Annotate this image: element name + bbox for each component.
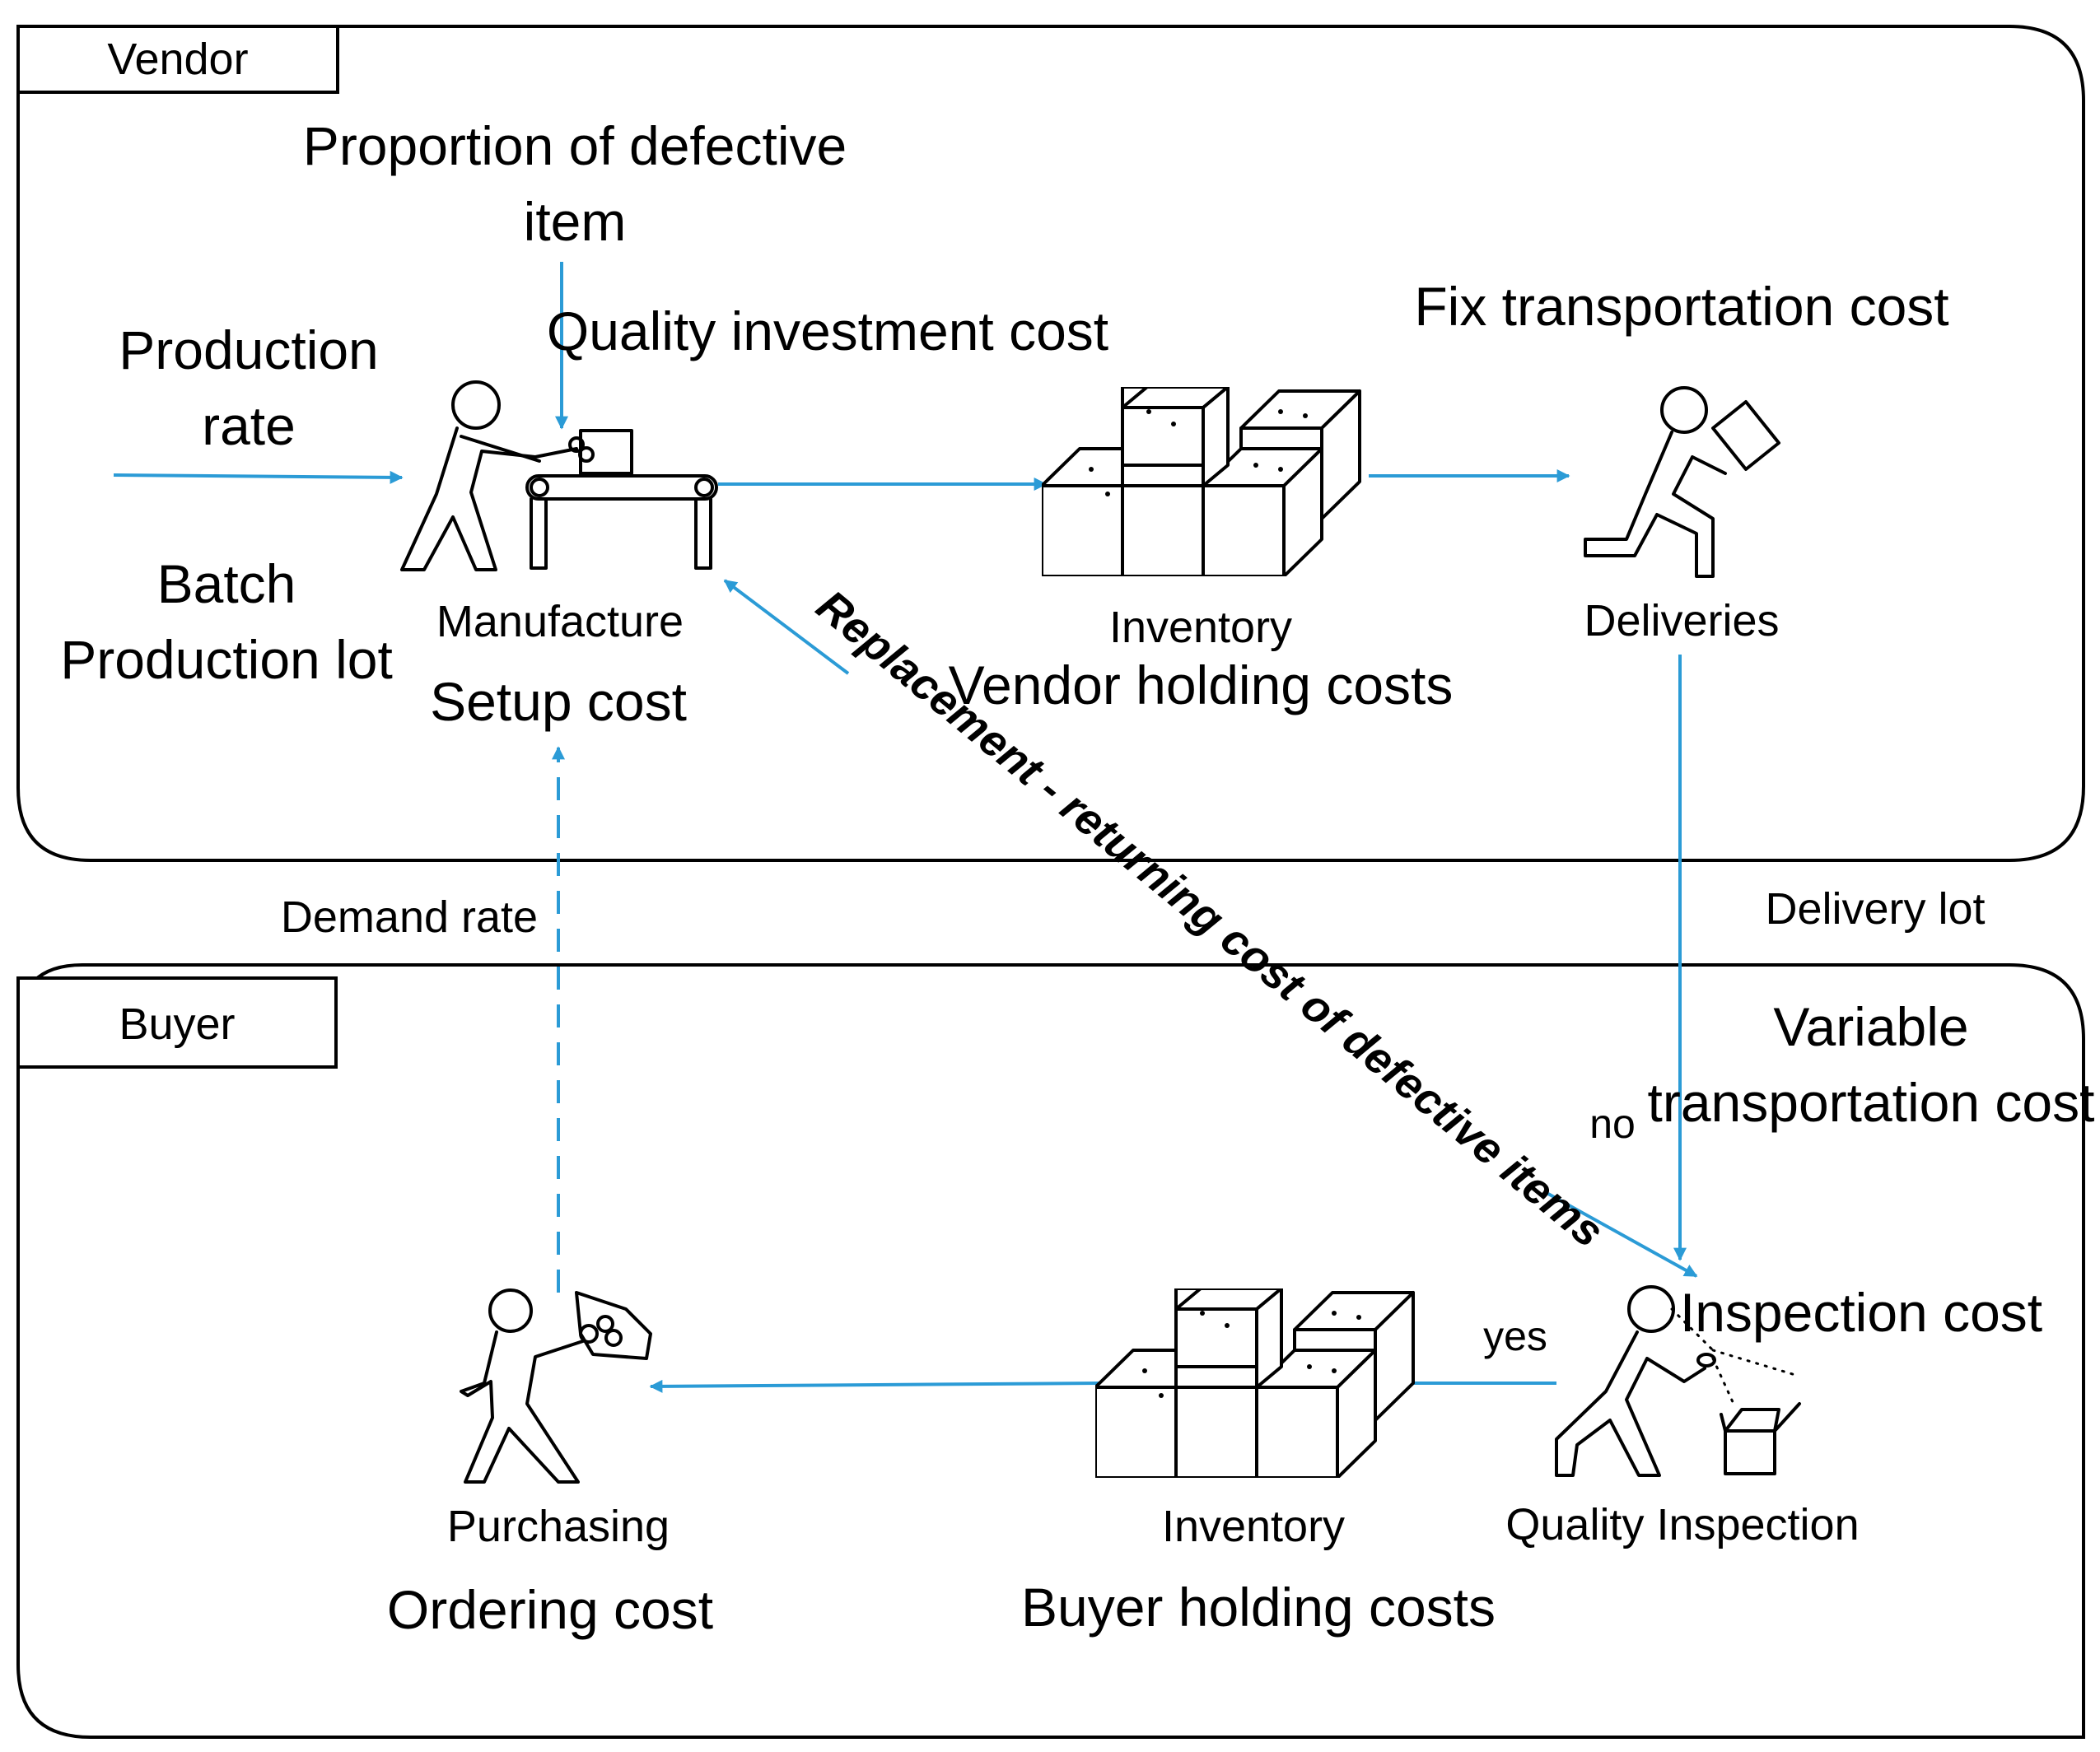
buyer-inventory-icon [1095,1288,1415,1478]
label-ordering-cost: Ordering cost [387,1579,713,1640]
vendor-tab [16,25,339,94]
label-no: no [1589,1101,1636,1147]
arrow-replacement-to-inspection [1547,1192,1698,1278]
label-variable-transport-1: Variable [1773,996,1968,1057]
label-production-rate-2: rate [202,395,296,456]
label-yes: yes [1483,1313,1547,1359]
arrow-inventory-to-purchasing [649,1379,1100,1393]
vendor-inventory-icon [1042,387,1361,576]
vendor-panel: Vendor [16,25,2085,862]
buyer-tab-label: Buyer [119,999,235,1049]
buyer-panel: Buyer [16,963,2085,1739]
label-setup-cost: Setup cost [430,671,687,732]
label-proportion-defective-2: item [524,191,627,252]
vendor-tab-label: Vendor [107,35,248,84]
worker-conveyor-icon [400,380,718,571]
arrow-replacement-to-manufacture [723,579,850,675]
inspector-icon [1555,1285,1801,1477]
label-purchasing: Purchasing [447,1502,670,1551]
label-demand-rate: Demand rate [281,892,538,942]
label-production-rate-1: Production [119,319,379,380]
label-batch-2: Production lot [60,629,393,690]
label-buyer-inventory: Inventory [1162,1502,1345,1551]
label-deliveries: Deliveries [1584,596,1779,645]
purchasing-person-icon [460,1288,652,1484]
label-delivery-lot: Delivery lot [1765,884,1985,934]
label-quality-investment: Quality investment cost [547,301,1108,361]
label-fix-transport: Fix transportation cost [1414,276,1948,337]
label-quality-inspection: Quality Inspection [1505,1500,1859,1549]
label-vendor-inventory: Inventory [1109,603,1292,652]
label-vendor-holding: Vendor holding costs [949,655,1454,715]
arrow-production-rate [113,470,404,484]
delivery-person-icon [1584,386,1780,578]
label-manufacture: Manufacture [436,597,684,646]
flow-arrows [113,262,1698,1393]
label-batch-1: Batch [157,553,296,614]
buyer-tab [16,976,338,1069]
label-inspection-cost: Inspection cost [1680,1282,2042,1343]
label-buyer-holding: Buyer holding costs [1021,1577,1496,1638]
label-variable-transport-2: transportation cost [1648,1072,2095,1133]
label-proportion-defective-1: Proportion of defective [303,115,847,176]
